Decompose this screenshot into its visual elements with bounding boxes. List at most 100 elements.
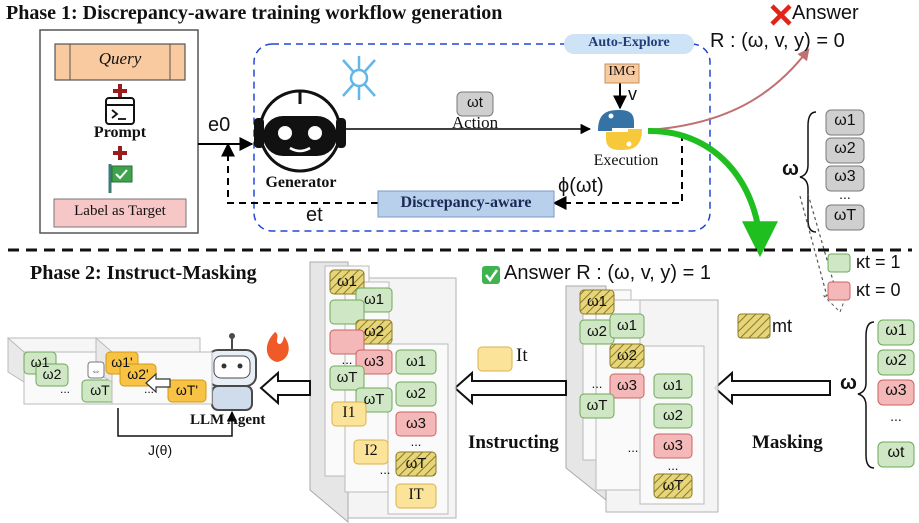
omega-ellipsis: ... [890,408,902,424]
action-chip [456,91,494,117]
action-symbol: ωt [467,94,483,111]
instructing-label: Instructing [468,432,559,453]
chip-label: ωT [336,369,358,386]
auto-explore-label: Auto-Explore [588,35,670,50]
chip-label: ω2 [586,323,608,340]
flag-icon [108,164,133,193]
wrong-reward-formula: R : (ω, v, y) = 0 [710,30,845,52]
masked-stack [565,285,719,513]
prompt-box [39,29,199,234]
chip-label: ω2 [662,407,684,424]
chip-label: ω1 [405,353,427,370]
chip-label: ω2 [363,323,385,340]
chip-label: ω3 [616,377,638,394]
llm-agent-icon [207,333,257,411]
omega-item: ω2 [834,140,856,157]
terminal-icon [105,97,135,125]
omega-item: ωT [833,207,857,224]
llm-agent-label: LLM Agent [190,412,266,428]
legend-swatch-green [827,253,851,273]
svg-text:⇔: ⇔ [91,366,101,377]
chip-label: ωT [586,397,608,414]
chip-label: ωT [363,391,385,408]
mask-chip [737,313,771,339]
mask-label: mt [772,316,792,336]
chip-ellipsis: ... [341,352,353,367]
legend-kappa-one: κt = 1 [856,252,901,272]
action-label: Action [451,113,499,132]
auto-explore-badge [564,34,694,54]
phase1-title: Phase 1: Discrepancy-aware training work… [6,2,503,24]
chip-label: ω3 [363,353,385,370]
omega-label: ω [840,372,857,394]
omega-item: ω1 [834,112,856,129]
check-icon [482,266,500,284]
label-target-label: Label as Target [74,203,166,219]
instruction-chip [477,346,513,372]
chip-label: ω1 [30,354,50,370]
masking-label: Masking [752,432,823,453]
cross-icon [770,4,792,26]
output-stack: ⇔ [7,336,213,405]
chip-label: ω2' [127,366,149,382]
chip-label: ωT [662,477,684,494]
snowflake-icon [342,56,376,100]
legend-kappa-zero: κt = 0 [856,280,901,300]
chip-label: ω1 [616,317,638,334]
omega-item: ω2 [885,352,907,369]
query-label: Query [98,49,142,68]
auto-explore-region [253,43,711,232]
omega-label: ω [782,158,799,180]
chip-label: ω1 [662,377,684,394]
chip-label: ω2 [405,385,427,402]
generator-label: Generator [265,174,337,191]
chip-label: ω1 [586,293,608,310]
robot-icon [254,89,346,173]
chip-label: ω1 [336,273,358,290]
phase2-title: Phase 2: Instruct-Masking [30,262,257,284]
legend-swatch-red [827,281,851,301]
v-label: v [628,84,637,104]
chip-label: ω1' [111,354,133,370]
img-box [604,63,640,84]
e0-label: e0 [208,114,231,136]
chip-label: ωT' [175,382,199,398]
label-box [53,198,187,228]
omega-item: ω3 [834,168,856,185]
chip-ellipsis: ... [591,376,603,391]
et-label: et [306,204,323,226]
omega-item: ω3 [885,382,907,399]
img-label: IMG [608,64,636,79]
chip-label: ω2 [616,347,638,364]
python-icon [598,110,642,150]
chip-ellipsis: ... [59,382,70,396]
discrepancy-label: Discrepancy-aware [400,194,532,211]
execution-label: Execution [593,152,659,169]
chip-ellipsis: ... [379,462,391,477]
chip-label: ω1 [363,291,385,308]
plus-icon [113,84,127,98]
chip-label: ω2 [42,366,62,382]
chip-ellipsis: ... [667,458,679,473]
chip-ellipsis: ... [410,434,422,449]
chip-label: I2 [364,442,378,459]
instruct-stack [309,261,457,523]
chip-label: IT [408,486,424,503]
loss-label: J(θ) [148,442,173,458]
omega-item: ω1 [885,322,907,339]
omega-ellipsis: ... [839,186,851,202]
wrong-answer-label: Answer [792,2,859,24]
omega-item: ωt [887,444,905,461]
chip-label: I1 [342,404,356,421]
flame-icon [266,332,289,362]
chip-label: ω3 [662,437,684,454]
plus-icon [113,146,127,160]
chip-label: ωT [405,455,427,472]
chip-label: ω3 [405,415,427,432]
chip-ellipsis: ... [143,382,154,396]
query-box [54,43,186,81]
phi-label: ϕ(ωt) [558,175,604,197]
discrepancy-box [377,190,555,218]
